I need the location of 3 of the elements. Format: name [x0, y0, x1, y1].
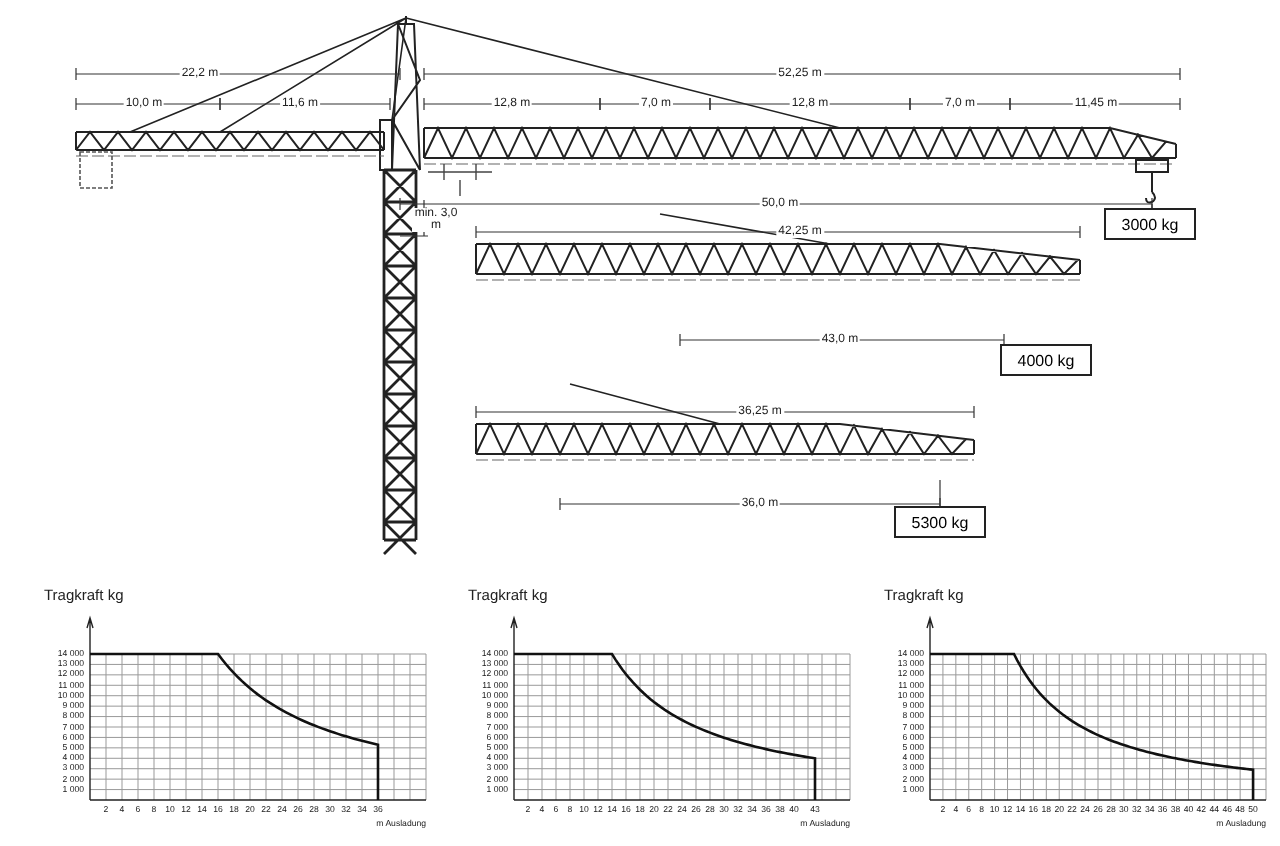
load-box: 5300 kg: [894, 506, 986, 538]
load-box: 3000 kg: [1104, 208, 1196, 240]
load-box: 4000 kg: [1000, 344, 1092, 376]
